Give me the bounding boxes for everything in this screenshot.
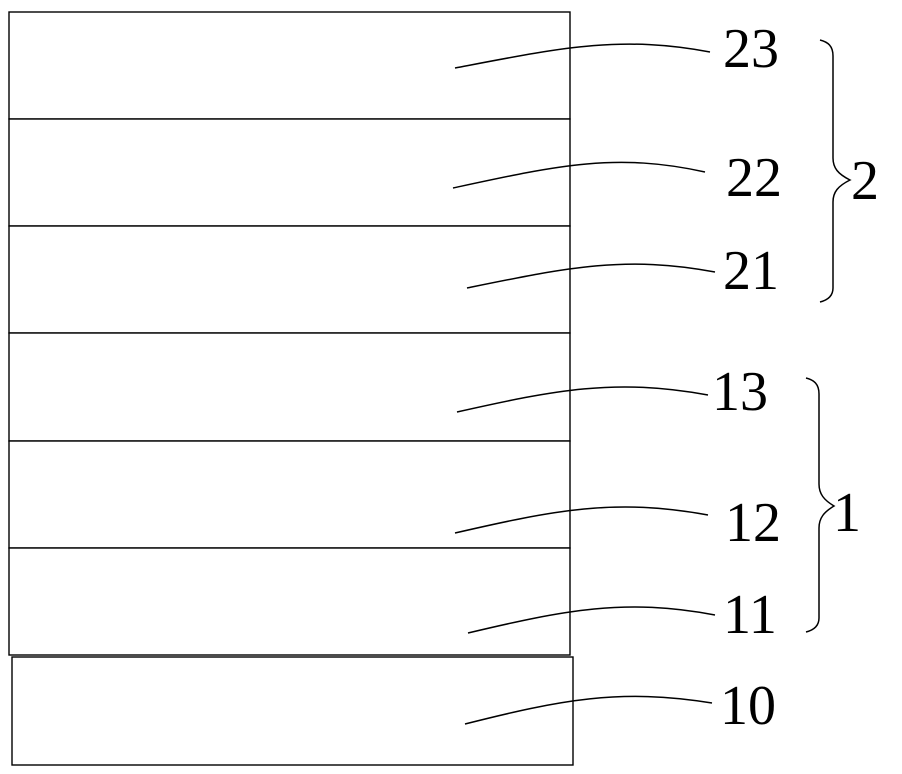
layer-10 xyxy=(11,656,574,766)
leader-line-10 xyxy=(464,695,713,725)
layer-21 xyxy=(8,225,571,334)
group-label-1: 1 xyxy=(833,482,861,544)
label-23: 23 xyxy=(723,18,779,80)
layer-13 xyxy=(8,332,571,442)
group-label-2: 2 xyxy=(851,150,879,212)
label-22: 22 xyxy=(726,147,782,209)
layer-23 xyxy=(8,11,571,120)
label-10: 10 xyxy=(720,675,776,737)
leader-line-11 xyxy=(467,606,716,634)
label-21: 21 xyxy=(723,240,779,302)
label-12: 12 xyxy=(725,492,781,554)
label-11: 11 xyxy=(723,584,777,646)
label-13: 13 xyxy=(712,361,768,423)
layer-22 xyxy=(8,118,571,227)
group-brace-1 xyxy=(805,377,836,633)
leader-line-22 xyxy=(452,161,706,189)
leader-line-23 xyxy=(454,43,711,69)
leader-line-12 xyxy=(454,506,709,534)
leader-line-21 xyxy=(466,263,716,289)
leader-line-13 xyxy=(456,386,709,413)
layer-12 xyxy=(8,440,571,549)
layer-11 xyxy=(8,547,571,656)
group-brace-2 xyxy=(819,39,852,303)
